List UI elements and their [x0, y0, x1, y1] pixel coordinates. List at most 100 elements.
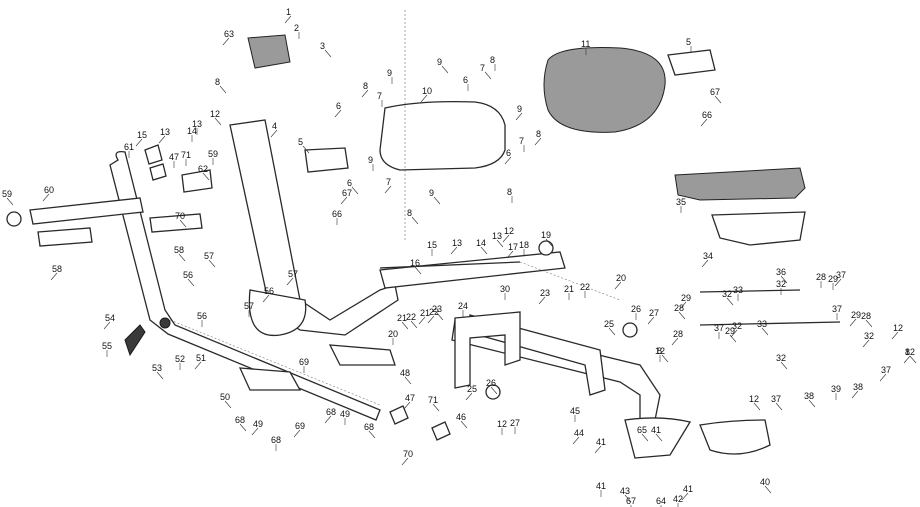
leader-line: [775, 402, 783, 411]
leader-line: [42, 193, 50, 202]
callout-8: 8: [905, 347, 910, 357]
bushing-47-top: [149, 163, 167, 181]
callout-68: 68: [271, 435, 281, 445]
callout-47: 47: [405, 393, 415, 403]
callout-70: 70: [403, 449, 413, 459]
leader-line: [480, 246, 488, 255]
pivot-disc: [159, 317, 171, 329]
callout-28: 28: [674, 303, 684, 313]
leader-line: [224, 400, 232, 409]
leader-line: [764, 485, 772, 494]
leader-line: [641, 433, 649, 442]
leader-line: [714, 95, 722, 104]
callout-16: 16: [410, 258, 420, 268]
leader-line: [780, 361, 788, 370]
callout-12: 12: [749, 394, 759, 404]
callout-54: 54: [105, 313, 115, 323]
leader-line: [436, 312, 444, 321]
leader-line: [414, 266, 422, 275]
callout-42: 42: [673, 494, 683, 504]
leader-line: [534, 137, 542, 146]
leader-line: [661, 354, 669, 363]
axle-33-lower: [699, 321, 841, 326]
leader-line: [340, 196, 348, 205]
leader-line: [214, 117, 222, 126]
leader-line: [324, 49, 332, 58]
callout-8: 8: [507, 187, 512, 197]
callout-57: 57: [288, 269, 298, 279]
callout-21: 21: [420, 308, 430, 318]
callout-11: 11: [581, 39, 590, 49]
callout-18: 18: [519, 240, 529, 250]
leader-line: [730, 329, 738, 338]
handle-cap-left: [6, 211, 22, 227]
leader-line: [194, 361, 202, 370]
callout-47: 47: [169, 152, 179, 162]
callout-65: 65: [637, 425, 647, 435]
callout-9: 9: [387, 68, 392, 78]
lever-54: [124, 324, 146, 357]
leader-line: [441, 65, 449, 74]
callout-12: 12: [905, 347, 915, 357]
callout-29: 29: [851, 310, 861, 320]
callout-13: 13: [192, 119, 202, 129]
leader-line: [179, 219, 187, 228]
leader-line: [270, 129, 278, 138]
callout-32: 32: [776, 353, 786, 363]
callout-37: 37: [714, 323, 724, 333]
callout-15: 15: [137, 130, 147, 140]
leader-line: [103, 321, 111, 330]
grip: [37, 227, 93, 247]
leader-line: [368, 430, 376, 439]
callout-21: 21: [397, 313, 407, 323]
roller-26: [622, 322, 638, 338]
callout-29: 29: [828, 274, 838, 284]
callout-23: 23: [540, 288, 550, 298]
callout-27: 27: [510, 418, 520, 428]
callout-32: 32: [776, 279, 786, 289]
leader-line: [403, 401, 411, 410]
callout-48: 48: [400, 368, 410, 378]
seat-base: [674, 167, 806, 201]
callout-68: 68: [326, 407, 336, 417]
callout-52: 52: [175, 354, 185, 364]
callout-71: 71: [428, 395, 438, 405]
callout-12: 12: [893, 323, 903, 333]
leader-line: [324, 415, 332, 424]
bracket-5-top: [667, 49, 716, 76]
cylinder-47: [389, 405, 409, 425]
callout-22: 22: [580, 282, 590, 292]
leader-line: [401, 457, 409, 466]
callout-32: 32: [732, 321, 742, 331]
bushing-61: [144, 144, 163, 165]
leader-line: [726, 297, 734, 306]
leader-line: [404, 376, 412, 385]
leader-line: [504, 156, 512, 165]
leader-line: [219, 85, 227, 94]
leader-line: [849, 318, 857, 327]
callout-34: 34: [703, 251, 713, 261]
callout-60: 60: [44, 185, 54, 195]
callout-6: 6: [506, 148, 511, 158]
callout-13: 13: [492, 231, 502, 241]
callout-68: 68: [235, 415, 245, 425]
callout-6: 6: [336, 101, 341, 111]
callout-20: 20: [388, 329, 398, 339]
leader-line: [879, 373, 887, 382]
callout-13: 13: [452, 238, 462, 248]
leader-line: [418, 316, 426, 325]
callout-27: 27: [649, 308, 659, 318]
callout-53: 53: [152, 363, 162, 373]
callout-66: 66: [702, 110, 712, 120]
leader-line: [187, 278, 195, 287]
callout-5: 5: [686, 37, 691, 47]
callout-57: 57: [204, 251, 214, 261]
callout-29: 29: [681, 293, 691, 303]
leader-line: [678, 311, 686, 320]
callout-56: 56: [264, 286, 274, 296]
leader-line: [427, 315, 435, 324]
callout-29: 29: [725, 326, 735, 336]
callout-62: 62: [198, 164, 208, 174]
callout-32: 32: [722, 289, 732, 299]
leader-line: [515, 112, 523, 121]
